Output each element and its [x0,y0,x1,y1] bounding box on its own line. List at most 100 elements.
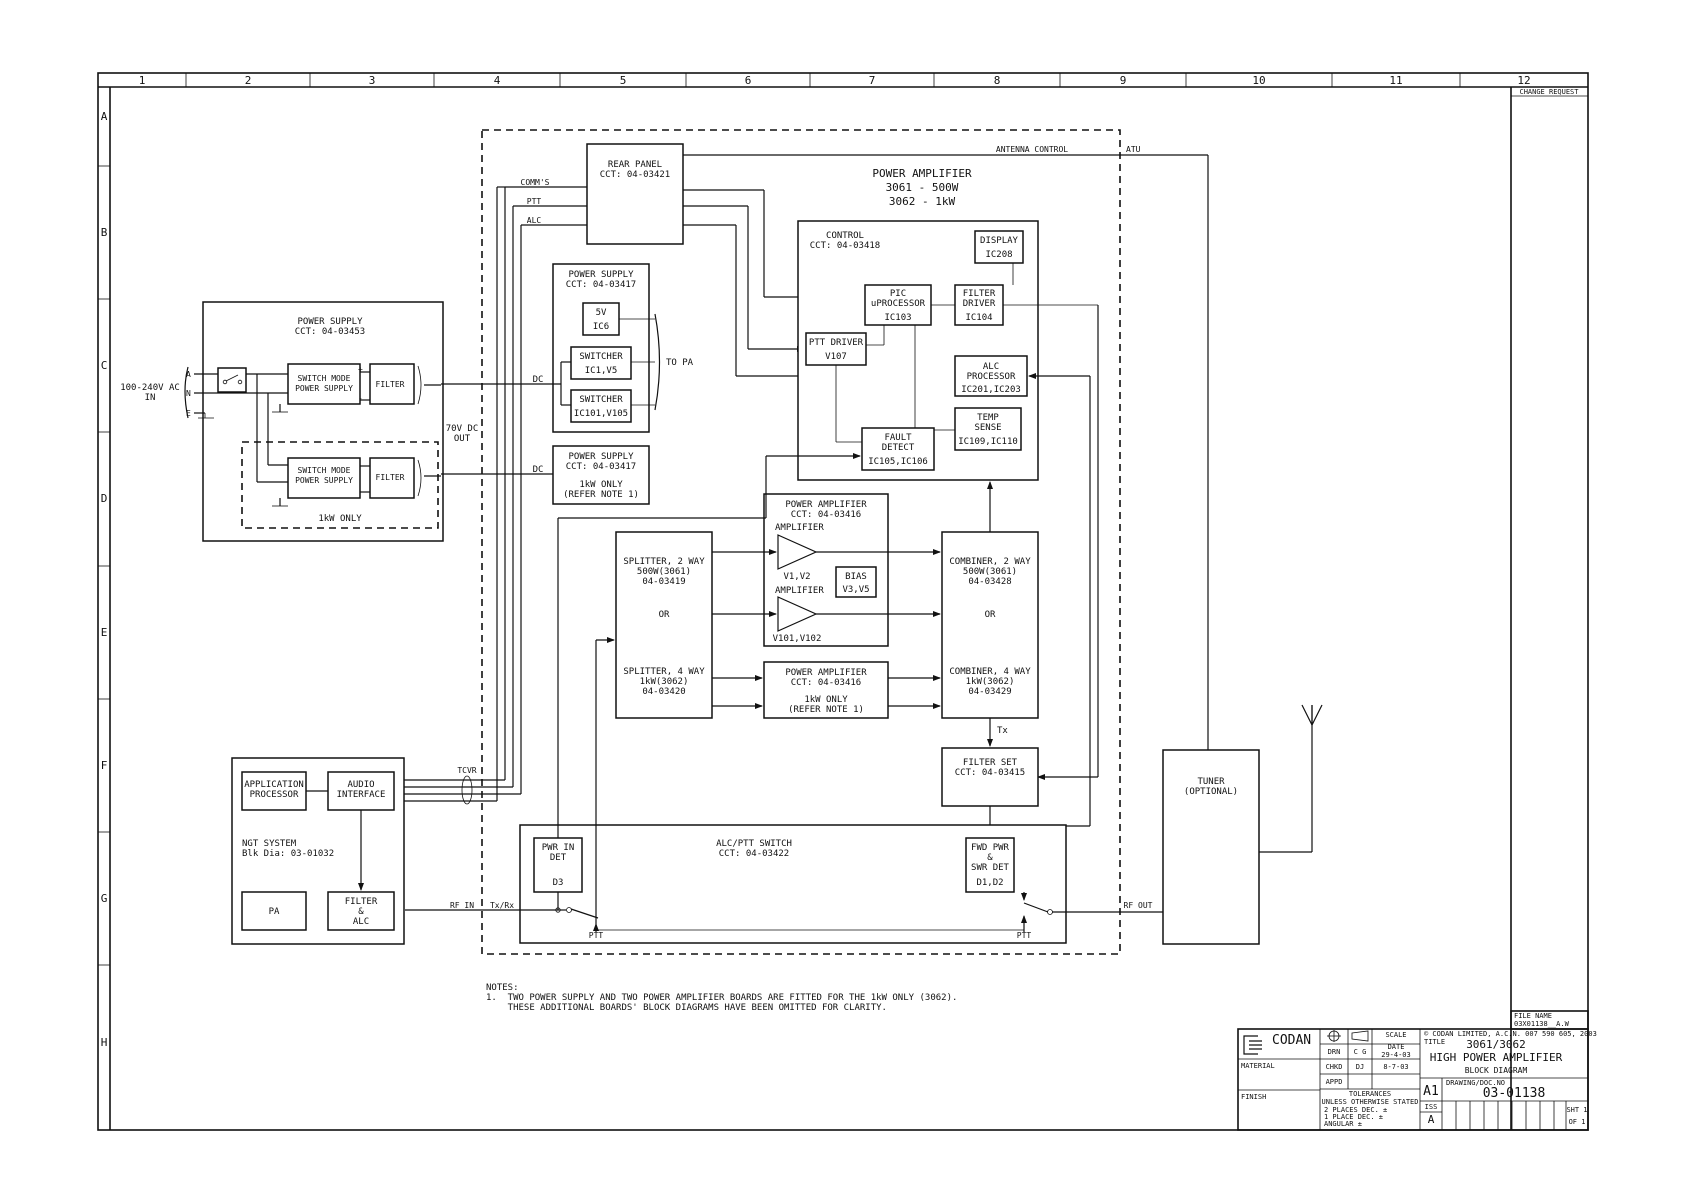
row-label: A [101,110,108,123]
col-label: 1 [139,74,146,87]
pa-board-cct-label: CCT: 04-03416 [791,510,861,520]
filter-set-cct-label: CCT: 04-03415 [955,768,1025,778]
col-label: 12 [1517,74,1530,87]
pa-board-amp1-label: AMPLIFIER [775,523,824,533]
title-block-tol-1-label: 1 PLACE DEC. ± [1324,1113,1383,1121]
psu-main-terminal-a-label: A [186,370,191,379]
row-label: E [101,626,108,639]
title-block-title-label-label: TITLE [1424,1038,1445,1046]
combiner-l4-label: COMBINER, 4 WAY [949,667,1031,677]
ps-internal-sw2-label: SWITCHER [579,395,623,405]
signals-dc2-label: DC [533,465,544,475]
ps-1kw-title-label: POWER SUPPLY [568,452,634,462]
ps-1kw-note-2-label: (REFER NOTE 1) [563,490,639,500]
signals-ptt-right-label: PTT [1017,931,1032,940]
combiner-or-label: OR [985,610,996,620]
psu-main-title-label: POWER SUPPLY [297,317,363,327]
pa-board: POWER AMPLIFIER CCT: 04-03416 AMPLIFIER … [712,493,941,647]
amplifier-triangle-2 [777,596,818,632]
ps-1kw-cct-label: CCT: 04-03417 [566,462,636,472]
splitter-l2-label: 500W(3061) [637,567,691,577]
change-request-label: CHANGE REQUEST [1519,88,1579,96]
col-label: 8 [994,74,1001,87]
title-block-chkd-by-label: DJ [1356,1063,1364,1071]
notes: NOTES: 1. TWO POWER SUPPLY AND TWO POWER… [486,983,957,1013]
combiner-l5-label: 1kW(3062) [966,677,1015,687]
alc-ptt-fwd-1-label: FWD PWR [971,843,1010,853]
signals-rf-in-label: RF IN [450,901,474,910]
antenna-icon [1301,704,1323,726]
pa-board-bias-ref-label: V3,V5 [842,585,869,595]
ngt-app-2-label: PROCESSOR [250,790,299,800]
control-fault-1-label: FAULT [884,433,912,443]
control-cct-label: CCT: 04-03418 [810,241,880,251]
external-power-supply: POWER SUPPLY CCT: 04-03453 100-240V AC I… [120,301,478,542]
title-block-iss-label: A [1428,1113,1435,1126]
col-label: 5 [620,74,627,87]
pa-board-1kw-title-label: POWER AMPLIFIER [785,668,867,678]
title-block-tol-ang-label: ANGULAR ± [1324,1120,1362,1128]
control-board: CONTROL CCT: 04-03418 DISPLAY IC208 PIC … [797,220,1099,827]
splitter-l3-label: 04-03419 [642,577,685,587]
tuner-block: TUNER (OPTIONAL) [1162,705,1313,945]
signals-tx-rx-label: Tx/Rx [490,901,514,910]
control-filter-drv-1-label: FILTER [963,289,996,299]
alc-ptt-pwr-2-label: DET [550,853,567,863]
signals-ptt-left-label: PTT [589,931,604,940]
title-block-company-label: CODAN [1272,1033,1311,1048]
title-block-drn-by-label: C G [1354,1048,1367,1056]
ngt-sys-1-label: NGT SYSTEM [242,839,297,849]
pa-enclosure-outline [481,129,1121,955]
signals-rf-out-label: RF OUT [1124,901,1153,910]
signals-atu-label: ATU [1126,145,1141,154]
codan-logo-icon [1243,1035,1262,1055]
title-block: FILE NAME 03X01138__A.W CODAN MATERIAL F… [1237,1010,1597,1131]
splitter-or-label: OR [659,610,670,620]
col-label: 4 [494,74,501,87]
title-block-sht-label: SHT 1 [1566,1106,1587,1114]
ngt-pa-label: PA [269,907,280,917]
control-ptt-drv-label: PTT DRIVER [809,338,864,348]
splitter-l1-label: SPLITTER, 2 WAY [623,557,705,567]
notes-n1-label: 1. TWO POWER SUPPLY AND TWO POWER AMPLIF… [486,993,957,1003]
signals-dc1-label: DC [533,375,544,385]
tuner-l2-label: (OPTIONAL) [1184,787,1238,797]
row-label: F [101,759,108,772]
title-block-title-3-label: BLOCK DIAGRAM [1465,1066,1528,1075]
pa-enclosure-title-2-label: 3061 - 500W [886,181,959,194]
title-block-appd-label: APPD [1326,1078,1343,1086]
title-block-scale-label: SCALE [1385,1031,1406,1039]
row-label: C [101,359,108,372]
row-label: H [101,1036,108,1049]
combiner-l6-label: 04-03429 [968,687,1011,697]
title-block-date-label-label: DATE [1388,1043,1405,1051]
signals-comms-label: COMM'S [521,178,550,187]
col-label: 9 [1120,74,1127,87]
psu-main-smps2-2-label: POWER SUPPLY [295,476,353,485]
title-block-chkd-date-label: 8-7-03 [1383,1063,1408,1071]
title-block-iss-label-label: ISS [1425,1103,1438,1111]
row-label: B [101,226,108,239]
pa-enclosure-title-3-label: 3062 - 1kW [889,195,956,208]
psu-main-cct-label: CCT: 04-03453 [295,327,365,337]
alc-ptt-title-label: ALC/PTT SWITCH [716,839,792,849]
ps-internal-sw1-label: SWITCHER [579,352,623,362]
psu-main-only-1kw-label: 1kW ONLY [318,514,362,524]
col-label: 7 [869,74,876,87]
title-block-tol-2-label: 2 PLACES DEC. ± [1324,1106,1387,1114]
combiner-l3-label: 04-03428 [968,577,1011,587]
pa-board-amp2-ref-label: V101,V102 [773,634,822,644]
control-ptt-drv-ref-label: V107 [825,352,847,362]
psu-main-ac-in-1-label: 100-240V AC [120,383,180,393]
ps-internal-title-label: POWER SUPPLY [568,270,634,280]
title-block-unless-label: UNLESS OTHERWISE STATED [1322,1098,1419,1106]
psu-main-smps2-1-label: SWITCH MODE [298,466,351,475]
combiner-block: COMBINER, 2 WAY 500W(3061) 04-03428 OR C… [941,481,1039,747]
filter-set-block: FILTER SET CCT: 04-03415 [941,747,1039,837]
ngt-app-1-label: APPLICATION [244,780,304,790]
psu-main-minus-label: - [358,394,363,403]
ps-internal-sw1-ref-label: IC1,V5 [585,366,618,376]
filter-set-title-label: FILTER SET [963,758,1018,768]
internal-power-supply: POWER SUPPLY CCT: 04-03417 5V IC6 SWITCH… [441,263,694,433]
